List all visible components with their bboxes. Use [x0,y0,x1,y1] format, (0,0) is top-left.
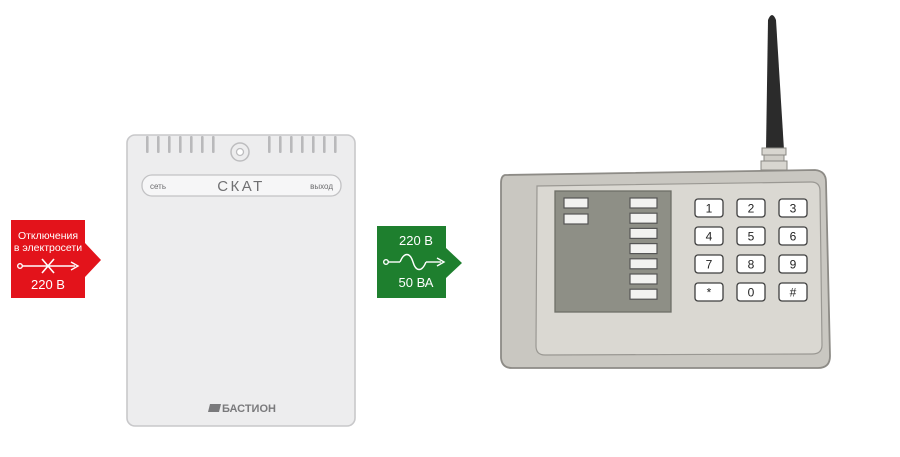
keypad-key[interactable]: 4 [694,226,724,246]
vent-slot [279,136,282,153]
outage-line2: в электросети [14,242,82,254]
outage-line1: Отключения [18,230,78,242]
vent-slot [323,136,326,153]
keypad-key[interactable]: 2 [736,198,766,218]
keypad-key-label: 4 [706,230,713,244]
keypad-key-label: * [707,286,712,300]
keypad-key-label: 2 [748,202,755,216]
keypad-key[interactable]: # [778,282,808,302]
panel-led-column [629,197,658,300]
ups-device: сеть СКАТ выход БАСТИОН [126,134,356,427]
power-outage-badge: Отключения в электросети 220 В [11,220,101,298]
keypad-key[interactable]: 7 [694,254,724,274]
ups-title: СКАТ [217,178,265,195]
panel-led [629,258,658,270]
keypad-key-label: 1 [706,202,713,216]
vent-slot [212,136,215,153]
panel-led [629,273,658,285]
ups-vent-slots [146,136,337,153]
keypad-key-label: 8 [748,258,755,272]
keypad-key-label: 3 [790,202,797,216]
panel-keypad: 1 2 3 4 5 6 7 8 9 * 0 # [694,198,808,302]
keypad-key-label: 0 [748,286,755,300]
antenna-icon [760,15,788,171]
ups-label-output: выход [310,182,333,191]
ups-front-strip [141,174,342,197]
keypad-key-label: 9 [790,258,797,272]
keypad-key[interactable]: 8 [736,254,766,274]
vent-slot [334,136,337,153]
output-badge-shape [377,226,462,298]
brand-logo-icon [208,404,221,412]
vent-slot [268,136,271,153]
ups-body [126,134,356,427]
keypad-key-label: 5 [748,230,755,244]
vent-slot [301,136,304,153]
vent-slot [190,136,193,153]
keypad-key-label: 6 [790,230,797,244]
vent-slot [146,136,149,153]
panel-led [629,227,658,239]
ups-brand: БАСТИОН [222,403,276,415]
keypad-key[interactable]: 3 [778,198,808,218]
keypad-key[interactable]: 6 [778,226,808,246]
ups-label-input: сеть [150,182,166,191]
vent-slot [201,136,204,153]
vent-slot [312,136,315,153]
keypad-key[interactable]: 9 [778,254,808,274]
control-panel-device: 1 2 3 4 5 6 7 8 9 * 0 # [500,15,831,369]
keypad-key-label: 7 [706,258,713,272]
panel-led [629,197,658,209]
outage-badge-shape [11,220,101,298]
panel-led [629,243,658,255]
output-badge: 220 В 50 ВА [377,226,462,298]
panel-led [629,212,658,224]
panel-indicator-2 [563,213,589,225]
keypad-key-label: # [790,286,797,300]
keypad-key[interactable]: * [694,282,724,302]
vent-slot [179,136,182,153]
output-voltage: 220 В [399,233,433,248]
vent-slot [168,136,171,153]
keypad-key[interactable]: 0 [736,282,766,302]
sine-wave-icon [383,253,446,271]
vent-slot [290,136,293,153]
outage-voltage: 220 В [31,277,65,292]
keypad-key[interactable]: 1 [694,198,724,218]
panel-led [629,288,658,300]
broken-line-icon [17,258,80,274]
output-power: 50 ВА [399,275,434,290]
panel-indicator-1 [563,197,589,209]
keypad-key[interactable]: 5 [736,226,766,246]
vent-slot [157,136,160,153]
